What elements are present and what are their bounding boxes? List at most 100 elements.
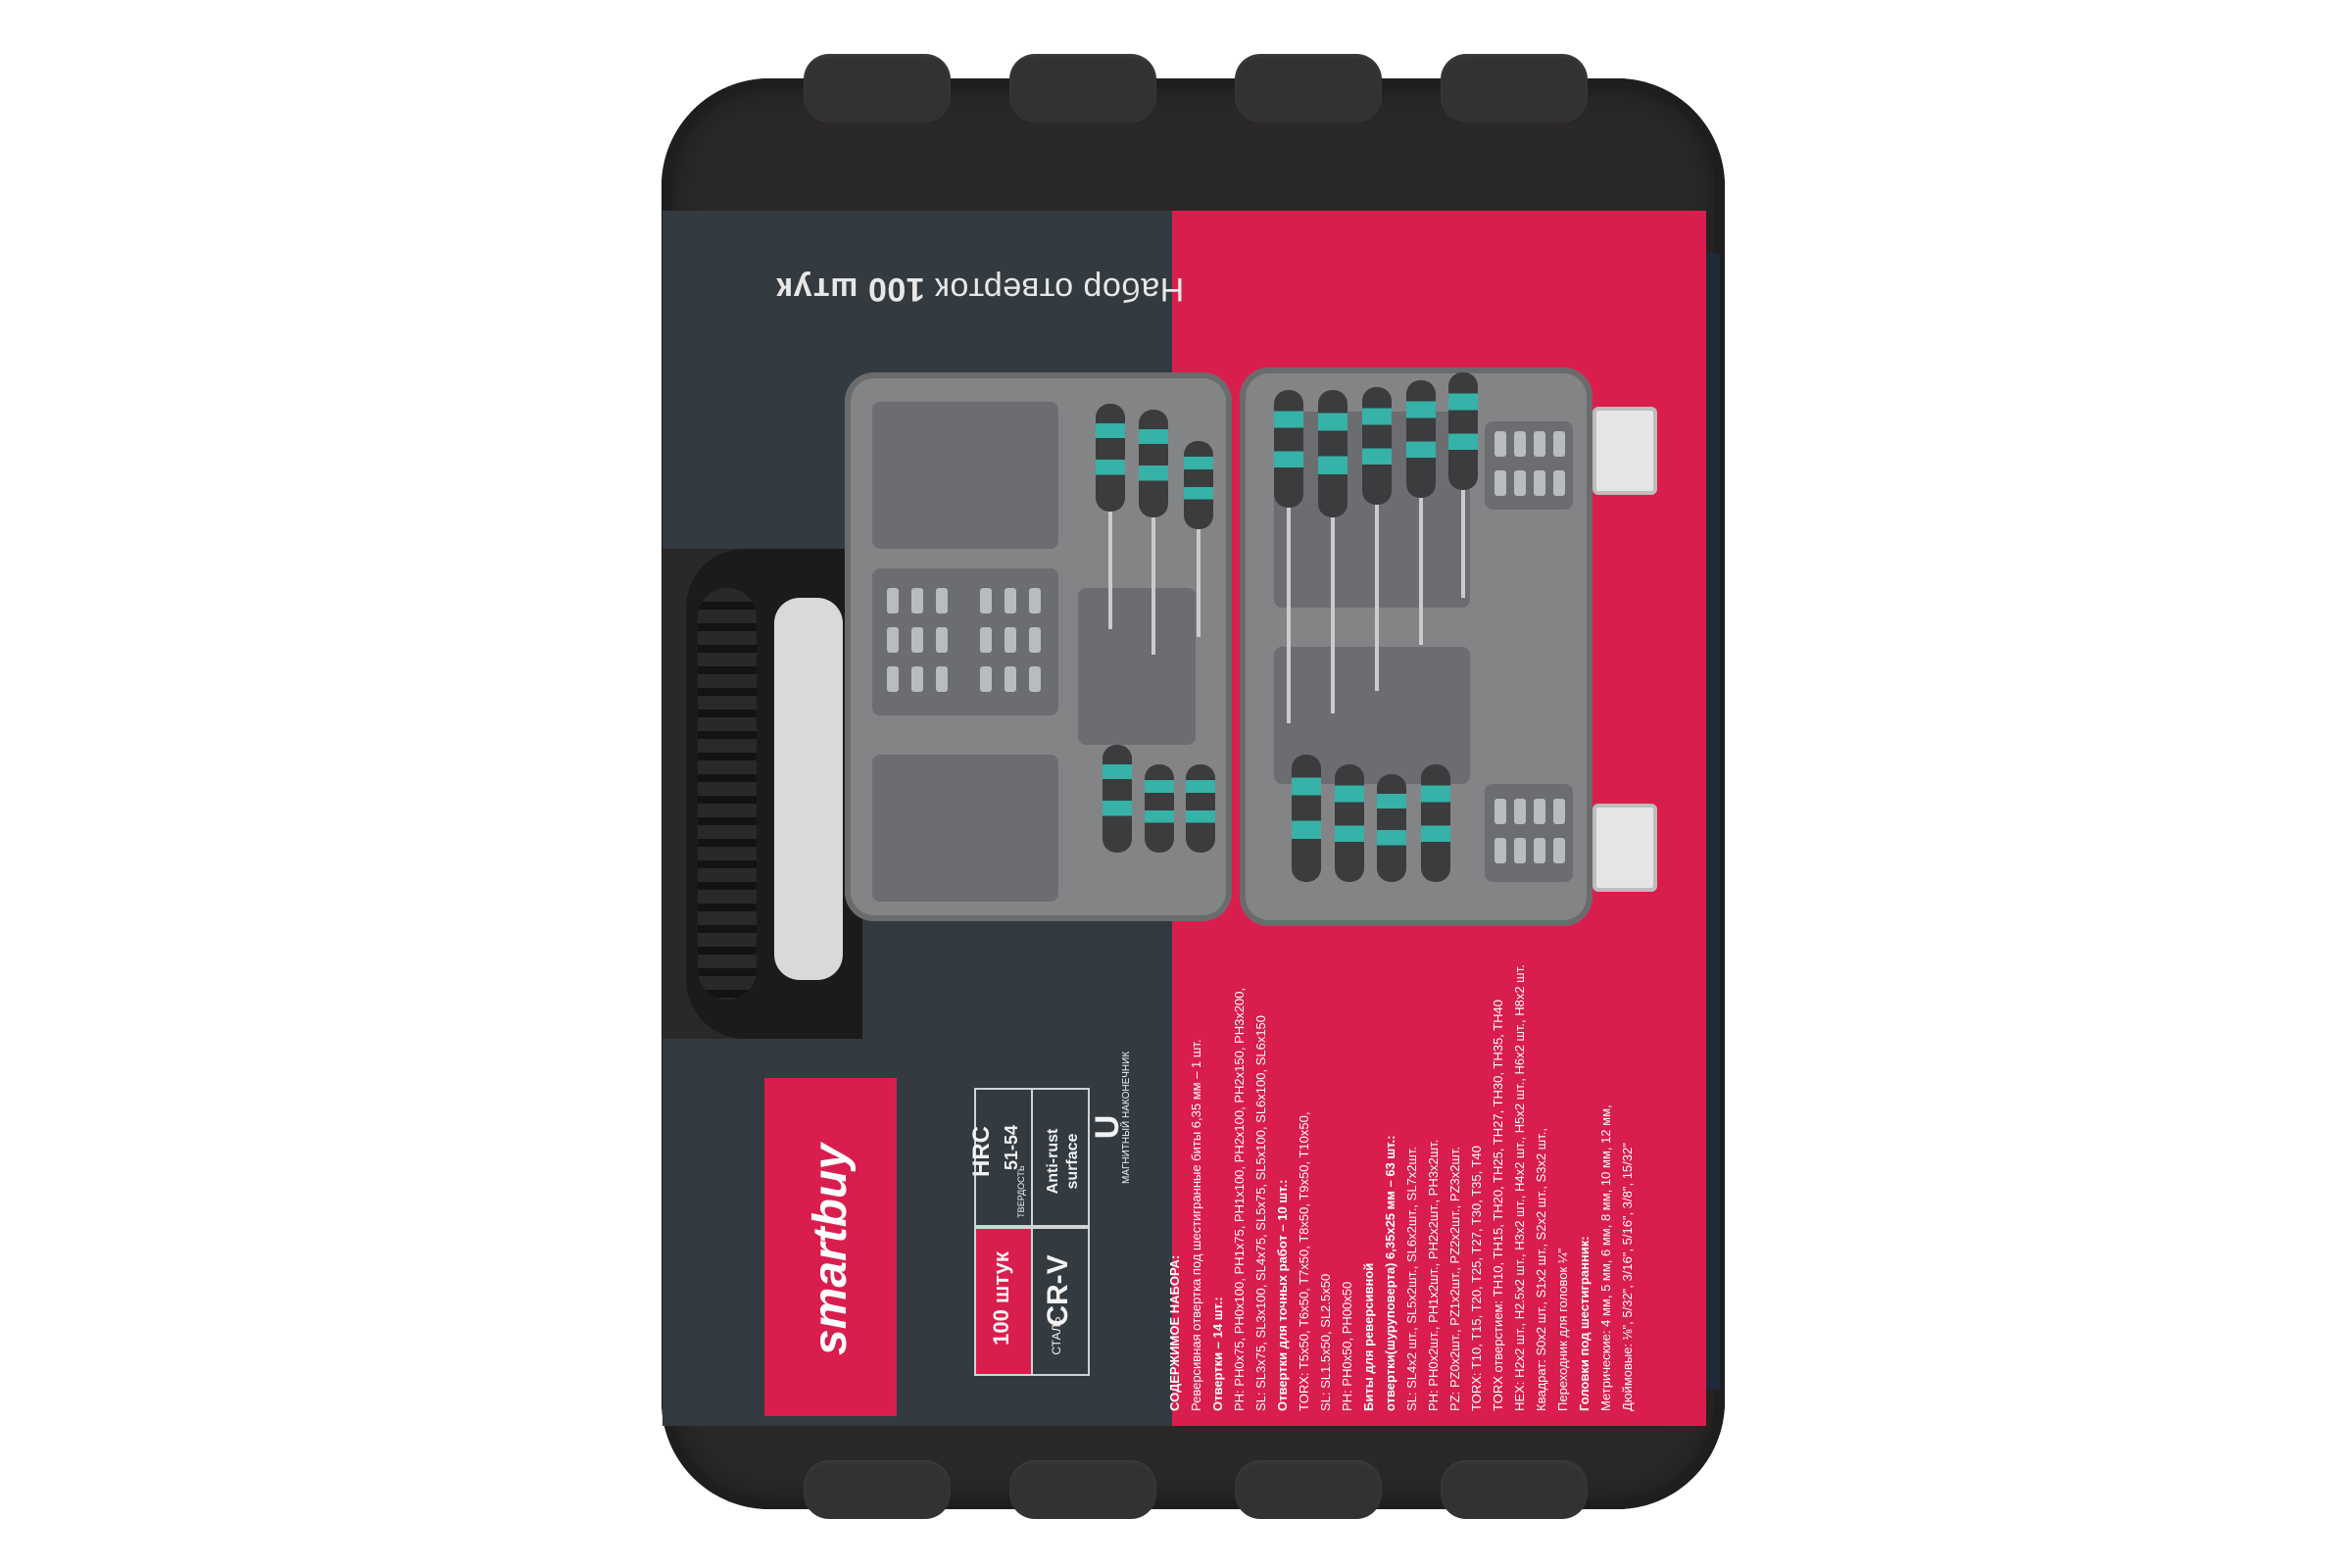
bit — [911, 666, 923, 692]
bit — [1494, 431, 1506, 457]
bit — [1514, 838, 1526, 863]
spec-steel-sub: СТАЛЬ — [1050, 1316, 1063, 1355]
screwdriver — [1362, 387, 1392, 691]
sleeve-edge — [1706, 253, 1720, 1390]
case-latch — [1592, 804, 1657, 892]
contents-line: SL: SL3x75, SL3x100, SL4x75, SL5x75, SL5… — [1253, 1014, 1268, 1411]
screwdriver — [1292, 755, 1321, 882]
bit — [911, 588, 923, 613]
bit — [1004, 666, 1016, 692]
contents-line: TORX: T10, T15, T20, T25, T27, T30, T35,… — [1469, 1146, 1484, 1411]
bit — [936, 627, 948, 653]
case-ridge — [804, 54, 951, 122]
bit — [1534, 431, 1545, 457]
bit — [1004, 627, 1016, 653]
bit — [1004, 588, 1016, 613]
bit — [887, 627, 899, 653]
case-ridge — [1441, 1460, 1588, 1519]
bit — [887, 588, 899, 613]
case-ridge — [1009, 54, 1156, 122]
bit — [936, 666, 948, 692]
title-text: Набор отверток — [934, 270, 1185, 308]
product-title: Набор отверток 100 штук — [725, 260, 1235, 318]
bit — [1494, 838, 1506, 863]
case-ridge — [804, 1460, 951, 1519]
contents-line: Метрические: 4 мм, 5 мм, 6 мм, 8 мм, 10 … — [1598, 1104, 1613, 1411]
contents-line: Отвертки для точных работ – 10 шт.: — [1275, 1179, 1290, 1411]
contents-line: HEX: H2x2 шт., H2.5x2 шт., H3x2 шт., H4x… — [1512, 964, 1527, 1411]
bit — [1534, 838, 1545, 863]
bit — [1514, 431, 1526, 457]
contents-line: СОДЕРЖИМОЕ НАБОРА: — [1167, 1254, 1182, 1411]
bit — [1553, 470, 1565, 496]
screwdriver — [1421, 764, 1450, 882]
contents-line: Головки под шестигранник: — [1577, 1236, 1592, 1411]
tool-slot — [872, 402, 1058, 549]
contents-line: Дюймовые: ⅛", 5/32", 3/16", 5/16", 3/8",… — [1620, 1143, 1635, 1411]
contents-line: Квадрат: S0x2 шт., S1x2 шт., S2x2 шт., S… — [1534, 1128, 1548, 1411]
handle-ribs — [698, 588, 757, 1000]
brand-logo: smartbuy — [805, 1143, 857, 1356]
contents-line: PH: PH0x2шт., PH1x2шт., PH2x2шт., PH3x2ш… — [1426, 1139, 1441, 1411]
contents-line: SL: SL4x2 шт., SL5x2шт., SL6x2шт., SL7x2… — [1404, 1146, 1419, 1411]
spec-box-steel — [1031, 1225, 1090, 1376]
contents-line: TORX: T5x50, T6x50, T7x50, T8x50, T9x50,… — [1297, 1111, 1311, 1411]
spec-count: 100 штук — [989, 1251, 1013, 1346]
bit — [1029, 666, 1041, 692]
spec-anti-rust: Anti-rust — [1045, 1128, 1061, 1195]
bit — [980, 588, 992, 613]
spec-box-hrc — [974, 1088, 1033, 1229]
title-count: 100 штук — [775, 270, 925, 308]
screwdriver — [1448, 372, 1478, 598]
tool-slot — [1078, 588, 1196, 745]
screwdriver — [1318, 390, 1348, 713]
screwdriver — [1186, 764, 1215, 853]
spec-surface: surface — [1064, 1133, 1081, 1190]
screwdriver — [1335, 764, 1364, 882]
case-latch — [1592, 407, 1657, 495]
bit — [980, 627, 992, 653]
case-ridge — [1441, 54, 1588, 122]
case-ridge — [1235, 1460, 1382, 1519]
brand-plate — [764, 1078, 897, 1416]
bit — [1494, 470, 1506, 496]
contents-line: PZ: PZ0x2шт., PZ1x2шт., PZ2x2шт., PZ3x2ш… — [1447, 1146, 1462, 1411]
bit — [1553, 838, 1565, 863]
contents-line: Биты для реверсивной — [1361, 1262, 1376, 1411]
screwdriver — [1139, 410, 1168, 655]
screwdriver — [1274, 390, 1303, 723]
contents-line: Реверсивная отвертка под шестигранные би… — [1189, 1039, 1203, 1411]
bit — [887, 666, 899, 692]
bit — [911, 627, 923, 653]
spec-hrc: HRC — [968, 1126, 995, 1177]
screwdriver — [1102, 745, 1132, 853]
handle-grip — [774, 598, 843, 980]
screwdriver — [1096, 404, 1125, 629]
screwdriver — [1406, 380, 1436, 645]
contents-line: TORX отверстием: TH10, TH15, TH20, TH25,… — [1491, 1000, 1505, 1411]
bit — [1029, 627, 1041, 653]
contents-line: SL: SL1.5x50, SL2.5x50 — [1318, 1273, 1333, 1411]
screwdriver — [1145, 764, 1174, 853]
bit — [1514, 799, 1526, 824]
spec-magnetic-sub: МАГНИТНЫЙ НАКОНЕЧНИК — [1121, 1051, 1132, 1184]
bit — [936, 588, 948, 613]
contents-line: Отвертки – 14 шт.: — [1210, 1297, 1225, 1411]
tool-slot — [872, 755, 1058, 902]
spec-hrc-sub: ТВЕРДОСТЬ — [1016, 1165, 1026, 1218]
case-ridge — [1009, 1460, 1156, 1519]
bit — [1553, 799, 1565, 824]
case-ridge — [1235, 54, 1382, 122]
contents-line: PH: PH0x75, PH0x100, PH1x75, PH1x100, PH… — [1232, 987, 1247, 1411]
bit — [1534, 799, 1545, 824]
tool-slot — [872, 568, 1058, 715]
bit — [1553, 431, 1565, 457]
screwdriver — [1184, 441, 1213, 637]
bit — [1029, 588, 1041, 613]
screwdriver — [1377, 774, 1406, 882]
contents-line: Переходник для головок ¼" — [1555, 1248, 1570, 1411]
bit — [980, 666, 992, 692]
contents-line: PH: PH0x50, PH00x50 — [1340, 1281, 1354, 1411]
bit — [1494, 799, 1506, 824]
